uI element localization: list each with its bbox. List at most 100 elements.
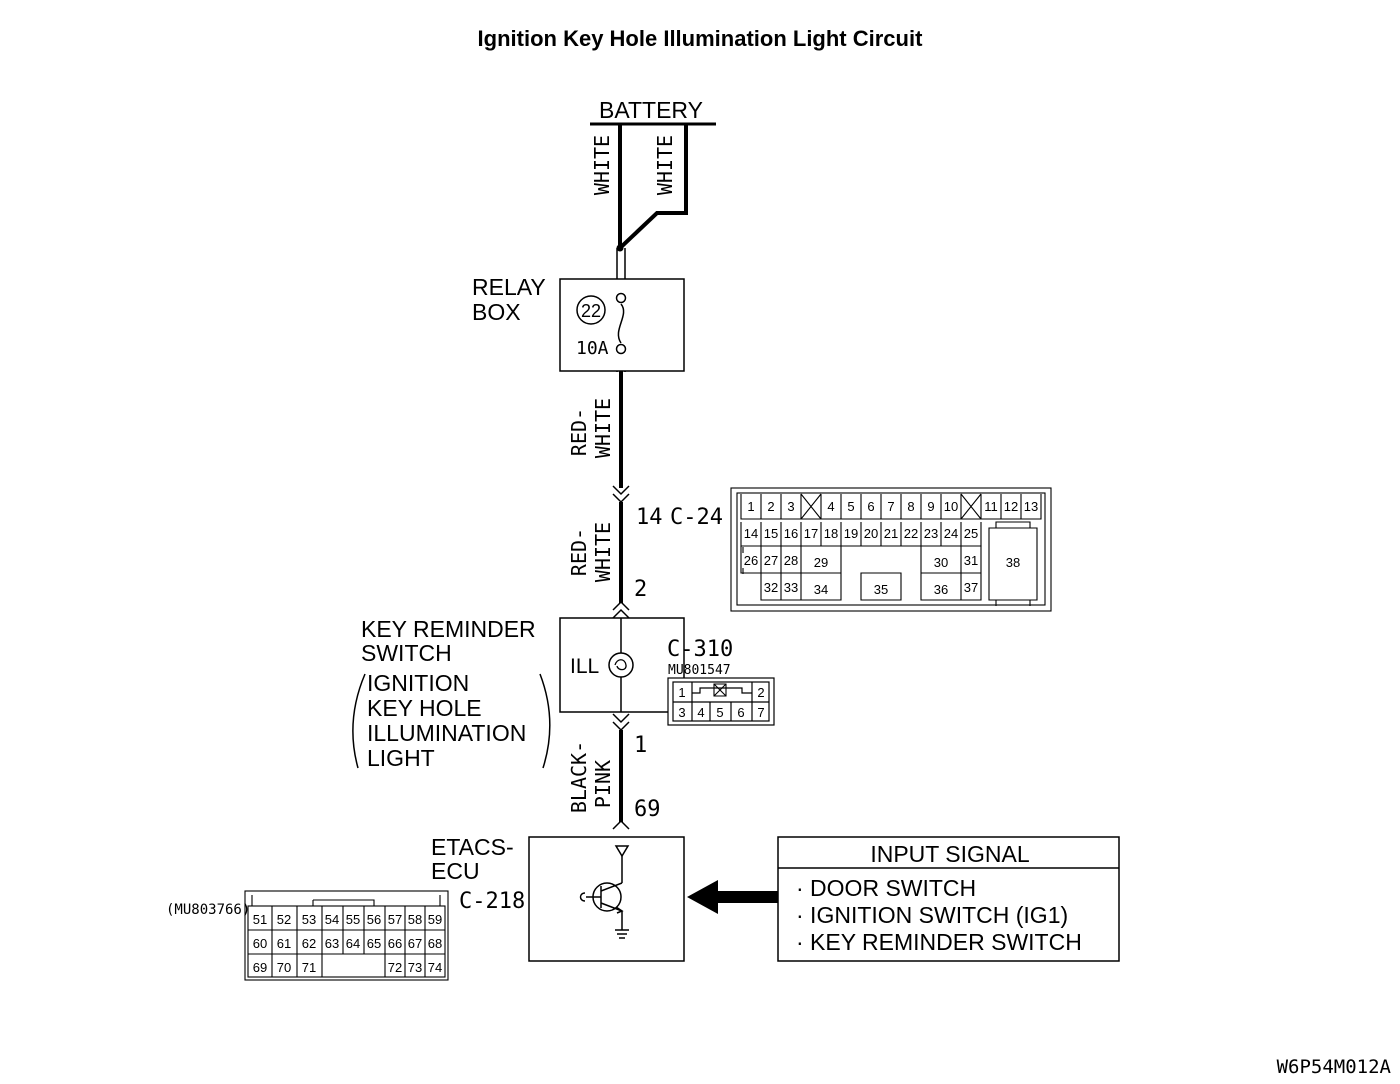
connector-c310-face xyxy=(667,677,775,726)
c24-pin-1: 1 xyxy=(747,499,754,514)
c218-pin-71: 71 xyxy=(302,960,316,975)
c218-pin-64: 64 xyxy=(346,936,360,951)
c218-pin-55: 55 xyxy=(346,912,360,927)
wire-color-red-white-1a: RED- xyxy=(567,408,591,456)
c24-pin-30: 30 xyxy=(934,555,948,570)
wire-color-black-pink-b: PINK xyxy=(591,760,615,808)
switch-pin-top: 2 xyxy=(634,577,647,602)
c310-part-number: MU801547 xyxy=(668,663,731,678)
c218-pin-52: 52 xyxy=(277,912,291,927)
c24-pin-7: 7 xyxy=(887,499,894,514)
c218-pin-62: 62 xyxy=(302,936,316,951)
c24-pin-6: 6 xyxy=(867,499,874,514)
transistor-icon xyxy=(579,845,630,939)
connector-mark-etacs xyxy=(612,819,630,830)
lamp-filament xyxy=(614,659,627,671)
c24-pin-number: 14 xyxy=(636,505,663,530)
c218-pin-56: 56 xyxy=(367,912,381,927)
c218-pin-68: 68 xyxy=(428,936,442,951)
wire-color-black-pink-a: BLACK- xyxy=(567,741,591,813)
etacs-connector-name: C-218 xyxy=(459,889,525,914)
c24-pin-23: 23 xyxy=(924,526,938,541)
wire-color-red-white-2a: RED- xyxy=(567,528,591,576)
ill-label: ILL xyxy=(570,655,599,678)
c24-connector-name: C-24 xyxy=(670,505,723,530)
c310-pin-3: 3 xyxy=(678,705,685,720)
c24-pin-12: 12 xyxy=(1004,499,1018,514)
connector-mark-switch-top xyxy=(612,600,630,619)
c218-part-number: (MU803766) xyxy=(166,902,250,918)
c218-pin-61: 61 xyxy=(277,936,291,951)
input-signal-item-door: · DOOR SWITCH xyxy=(796,875,976,901)
key-reminder-sub-1: IGNITION xyxy=(367,670,469,696)
fuse-number-circle xyxy=(576,295,606,325)
c24-pin-3: 3 xyxy=(787,499,794,514)
c24-pin-25: 25 xyxy=(964,526,978,541)
c24-pin-29: 29 xyxy=(814,555,828,570)
c310-pin-5: 5 xyxy=(716,705,723,720)
c24-pin-34: 34 xyxy=(814,582,828,597)
c24-pin-20: 20 xyxy=(864,526,878,541)
c24-pin-36: 36 xyxy=(934,582,948,597)
c24-pin-10: 10 xyxy=(944,499,958,514)
c218-pin-63: 63 xyxy=(325,936,339,951)
key-reminder-sub-2: KEY HOLE xyxy=(367,695,482,721)
c218-pin-73: 73 xyxy=(408,960,422,975)
c24-pin-35: 35 xyxy=(874,582,888,597)
c218-pin-60: 60 xyxy=(253,936,267,951)
relay-box-label-2: BOX xyxy=(472,299,521,325)
etacs-ecu-box xyxy=(528,836,685,962)
wire-color-white-left: WHITE xyxy=(590,135,614,195)
input-signal-box xyxy=(777,836,1120,962)
c24-pin-28: 28 xyxy=(784,553,798,568)
key-reminder-sub-3: ILLUMINATION xyxy=(367,720,526,746)
c24-pin-8: 8 xyxy=(907,499,914,514)
input-signal-arrow xyxy=(687,880,778,914)
c218-pin-74: 74 xyxy=(428,960,442,975)
connector-c24-face xyxy=(730,487,1052,612)
c24-pin-4: 4 xyxy=(827,499,834,514)
c24-pin-15: 15 xyxy=(764,526,778,541)
splice-point xyxy=(616,244,624,252)
c24-pin-14: 14 xyxy=(744,526,758,541)
c24-pin-31: 31 xyxy=(964,553,978,568)
c24-pin-22: 22 xyxy=(904,526,918,541)
bracket-left xyxy=(352,673,366,769)
c24-pin-5: 5 xyxy=(847,499,854,514)
c24-pin-9: 9 xyxy=(927,499,934,514)
relay-box-label-1: RELAY xyxy=(472,274,546,300)
c310-connector-name: C-310 xyxy=(667,637,733,662)
c24-pin-32: 32 xyxy=(764,580,778,595)
input-signal-title: INPUT SIGNAL xyxy=(870,841,1030,867)
c310-pin-2: 2 xyxy=(757,685,764,700)
c24-pin-13: 13 xyxy=(1024,499,1038,514)
c24-pin-37: 37 xyxy=(964,580,978,595)
input-signal-item-key-reminder: · KEY REMINDER SWITCH xyxy=(796,929,1082,955)
c24-pin-17: 17 xyxy=(804,526,818,541)
connector-mark-switch-bottom xyxy=(612,713,630,732)
fuse-terminal-top xyxy=(615,292,627,304)
key-reminder-sub-4: LIGHT xyxy=(367,745,435,771)
etacs-label-1: ETACS- xyxy=(431,834,514,860)
c218-pin-54: 54 xyxy=(325,912,339,927)
c24-pin-18: 18 xyxy=(824,526,838,541)
fuse-number: 22 xyxy=(581,301,601,321)
c310-pin-7: 7 xyxy=(757,705,764,720)
c24-pin-2: 2 xyxy=(767,499,774,514)
fuse-rating: 10A xyxy=(576,338,609,359)
bracket-right xyxy=(539,673,551,769)
connector-c218-face xyxy=(244,890,449,981)
c24-pin-27: 27 xyxy=(764,553,778,568)
c24-pin-38: 38 xyxy=(1006,555,1020,570)
key-reminder-label-1: KEY REMINDER xyxy=(361,616,536,642)
c218-pin-53: 53 xyxy=(302,912,316,927)
c24-pin-21: 21 xyxy=(884,526,898,541)
c24-pin-33: 33 xyxy=(784,580,798,595)
white-wire-right xyxy=(618,124,688,250)
fuse-terminal-bottom xyxy=(615,343,627,355)
c24-pin-26: 26 xyxy=(744,553,758,568)
c24-pin-16: 16 xyxy=(784,526,798,541)
